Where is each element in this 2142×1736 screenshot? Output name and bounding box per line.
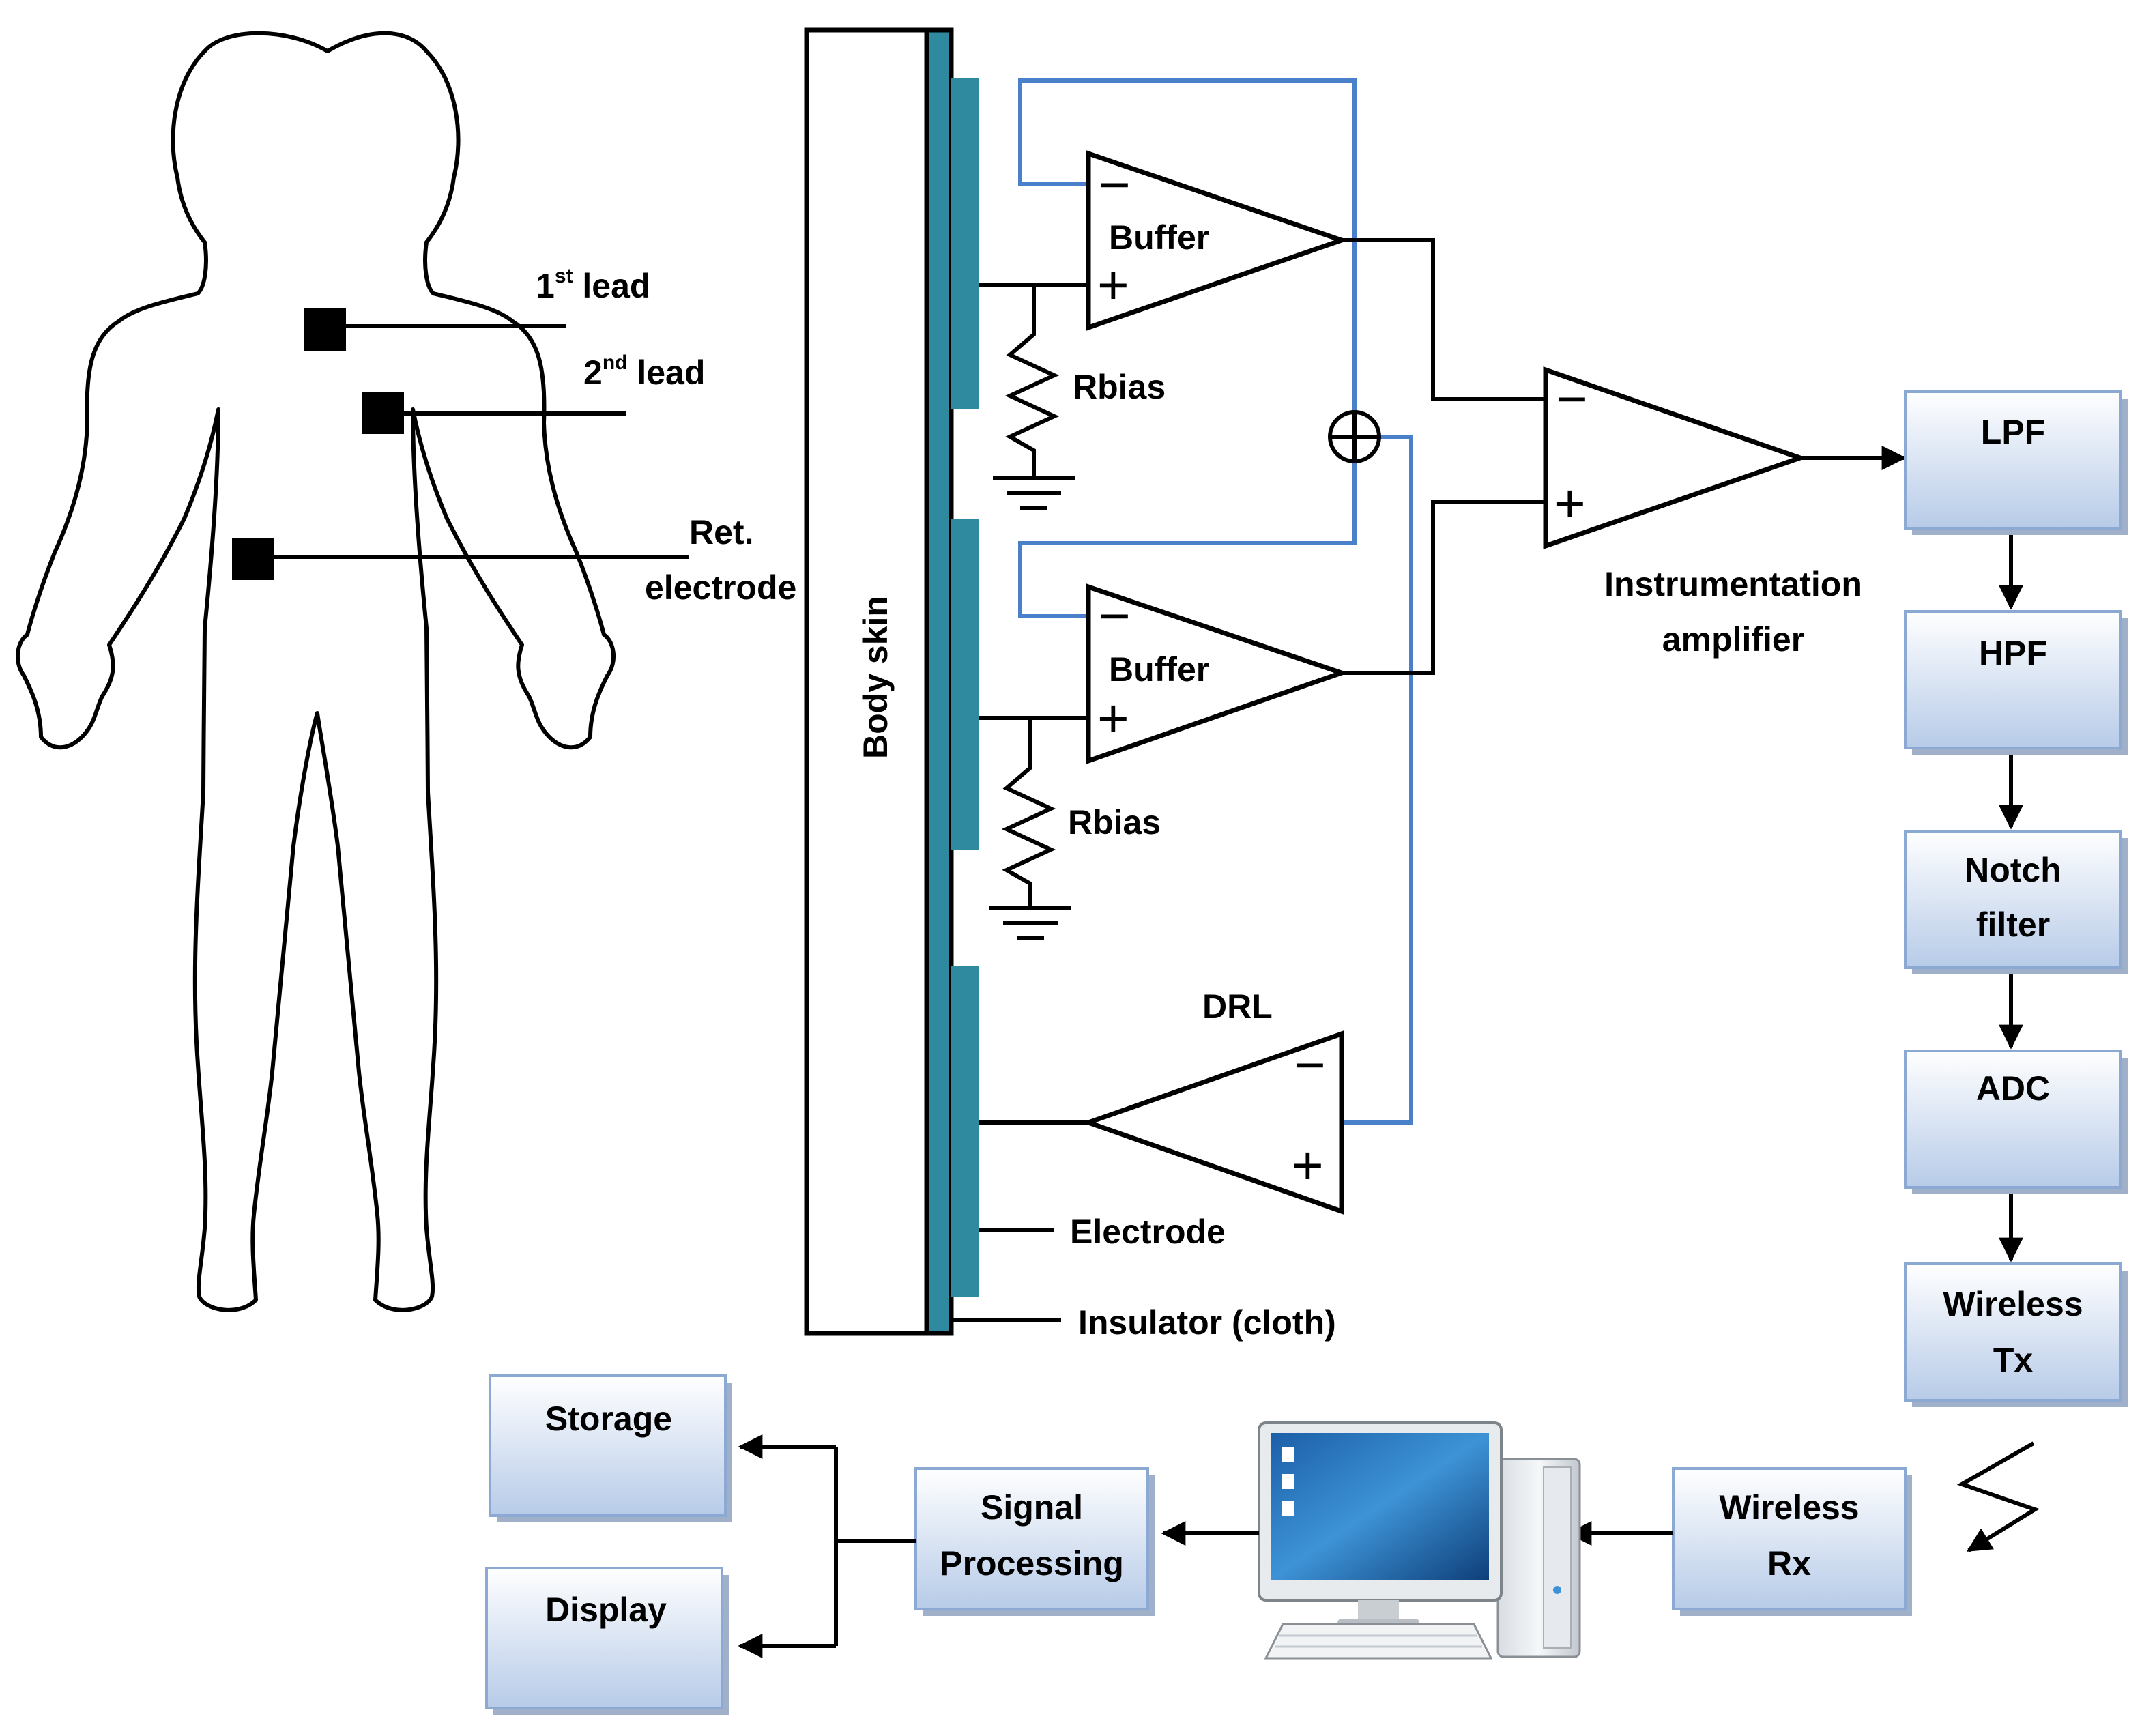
insulator-strip xyxy=(924,27,954,1336)
wireless-tx-block: Wireless Tx xyxy=(1904,1262,2128,1407)
instrumentation-amplifier: − + xyxy=(1543,366,1808,549)
hpf-block: HPF xyxy=(1904,610,2128,755)
svg-text:Processing: Processing xyxy=(940,1544,1124,1582)
electrode-pad-1 xyxy=(951,78,979,409)
body-skin-layer xyxy=(804,27,929,1336)
notch-filter-block: Notch filter xyxy=(1904,830,2128,974)
buffer-bottom-wiring xyxy=(979,716,1088,908)
human-body-outline xyxy=(15,31,616,1312)
insulator-label: Insulator (cloth) xyxy=(1078,1303,1336,1342)
rbias-bottom-label: Rbias xyxy=(1068,803,1161,841)
svg-text:Wireless: Wireless xyxy=(1719,1488,1859,1527)
drl-amplifier: − + DRL xyxy=(1081,987,1344,1215)
ret-electrode xyxy=(232,538,274,580)
lead2-electrode xyxy=(362,392,404,434)
svg-text:Rx: Rx xyxy=(1767,1544,1811,1582)
buffer-bottom: − + Buffer xyxy=(1086,583,1349,764)
lead2-label: 2nd lead xyxy=(583,351,705,392)
svg-text:Display: Display xyxy=(545,1591,667,1629)
svg-text:Wireless: Wireless xyxy=(1943,1285,2083,1323)
ground-icon xyxy=(989,906,1071,940)
ret-electrode-label-1: Ret. xyxy=(689,513,753,551)
inamp-label-2: amplifier xyxy=(1662,620,1804,659)
feedback-network xyxy=(1018,78,1413,1125)
svg-text:LPF: LPF xyxy=(1981,413,2045,451)
drl-label: DRL xyxy=(1202,987,1273,1026)
inamp-plus: + xyxy=(1554,473,1586,534)
buffer-bottom-minus: − xyxy=(1099,585,1131,646)
lead1-label: 1st lead xyxy=(536,265,650,305)
buffer-top: − + Buffer xyxy=(1086,150,1349,331)
ground-icon xyxy=(993,476,1075,510)
adc-block: ADC xyxy=(1904,1050,2128,1194)
signal-processing-block: Signal Processing xyxy=(914,1467,1155,1616)
svg-text:Signal: Signal xyxy=(981,1488,1083,1527)
body-electrodes xyxy=(232,308,689,580)
inamp-minus: − xyxy=(1556,368,1588,429)
svg-text:Tx: Tx xyxy=(1993,1341,2034,1379)
buffer-bottom-label: Buffer xyxy=(1109,650,1209,689)
summing-junction-icon xyxy=(1328,410,1381,463)
display-block: Display xyxy=(485,1567,729,1715)
svg-text:Notch: Notch xyxy=(1965,851,2061,889)
inamp-label-1: Instrumentation xyxy=(1604,565,1862,603)
electrode-pad-2 xyxy=(951,519,979,850)
rbias-top-label: Rbias xyxy=(1073,368,1166,406)
drl-minus: − xyxy=(1294,1035,1326,1095)
ret-electrode-label-2: electrode xyxy=(645,568,796,607)
svg-text:filter: filter xyxy=(1976,906,2050,944)
buffer-bottom-plus: + xyxy=(1097,688,1129,749)
buffer-top-wiring xyxy=(979,283,1088,478)
svg-text:Storage: Storage xyxy=(545,1400,672,1438)
svg-text:ADC: ADC xyxy=(1976,1069,2050,1108)
buffer-top-minus: − xyxy=(1099,154,1131,215)
signal-chain: LPF HPF Notch filter ADC Wireless Tx xyxy=(1904,390,2128,1407)
wireless-link-icon xyxy=(1956,1441,2040,1552)
body-skin-label: Body skin xyxy=(856,596,895,759)
electrode-pad-3 xyxy=(951,966,979,1297)
wireless-rx-block: Wireless Rx xyxy=(1672,1467,1912,1616)
buffer-top-plus: + xyxy=(1097,255,1129,315)
buffer-top-label: Buffer xyxy=(1109,218,1209,257)
sp-output-wiring xyxy=(834,1447,916,1646)
buffer-outputs xyxy=(1342,238,1546,675)
drl-plus: + xyxy=(1292,1135,1324,1196)
electrode-label: Electrode xyxy=(1070,1213,1226,1251)
desktop-computer-icon xyxy=(1258,1421,1581,1660)
svg-text:HPF: HPF xyxy=(1979,634,2047,672)
storage-block: Storage xyxy=(489,1374,732,1522)
lpf-block: LPF xyxy=(1904,390,2128,535)
lead1-electrode xyxy=(304,308,346,351)
